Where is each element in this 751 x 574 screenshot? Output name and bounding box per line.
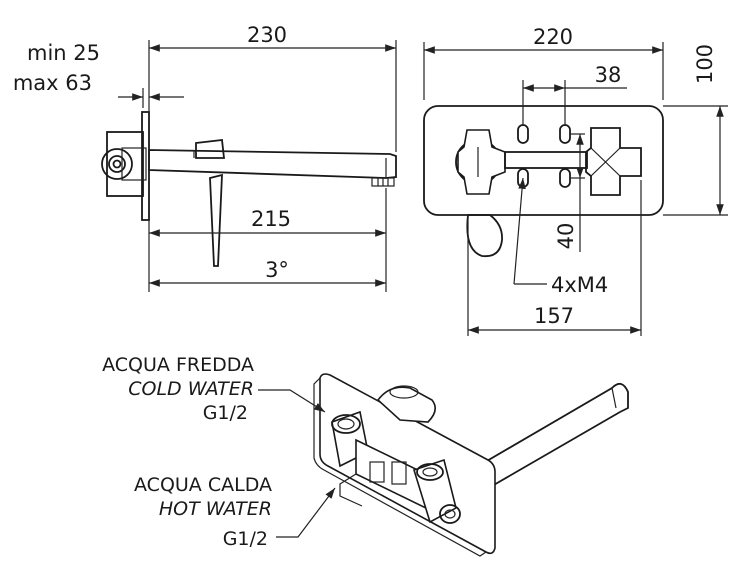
hot-water-en-label: HOT WATER	[159, 498, 272, 520]
side-view: 230 min 25 max 63 215 3°	[13, 23, 397, 292]
dim-40-label: 40	[554, 223, 578, 250]
side-spout	[148, 149, 397, 179]
wall-min-label: min 25	[27, 41, 100, 65]
dim-38-label: 38	[595, 63, 622, 87]
hot-water-leader	[276, 487, 336, 538]
screw-slot-tr	[559, 124, 571, 144]
screw-leader	[513, 177, 526, 285]
front-right-fitting	[585, 127, 642, 196]
dim-230-label: 230	[247, 23, 287, 47]
side-valve-body	[106, 131, 144, 197]
side-handle-lever	[209, 173, 223, 267]
cold-water-it-label: ACQUA FREDDA	[102, 354, 254, 376]
hot-water-thread-label: G1/2	[223, 528, 268, 550]
wall-max-label: max 63	[13, 71, 92, 95]
screw-slot-br	[559, 168, 571, 188]
cold-water-leader	[258, 389, 326, 413]
side-valve-port	[101, 148, 133, 180]
screw-slot-tl	[517, 124, 529, 144]
front-view: 220 38 100 40 4xM4 157	[423, 25, 728, 336]
iso-spout	[466, 382, 629, 488]
side-handle-head	[195, 139, 226, 159]
front-plate	[423, 105, 664, 216]
dim-100-label: 100	[693, 44, 717, 84]
front-lever	[466, 214, 503, 258]
dim-215-label: 215	[251, 207, 291, 231]
dim-220-label: 220	[533, 25, 573, 49]
cold-water-thread-label: G1/2	[203, 402, 248, 424]
hot-water-it-label: ACQUA CALDA	[134, 474, 272, 496]
cold-water-en-label: COLD WATER	[128, 378, 254, 400]
callouts: ACQUA FREDDA COLD WATER G1/2 ACQUA CALDA…	[102, 354, 336, 550]
screws-label: 4xM4	[551, 273, 608, 297]
dim-angle-label: 3°	[265, 258, 289, 282]
dim-157-label: 157	[534, 304, 574, 328]
isometric-view	[313, 373, 629, 557]
